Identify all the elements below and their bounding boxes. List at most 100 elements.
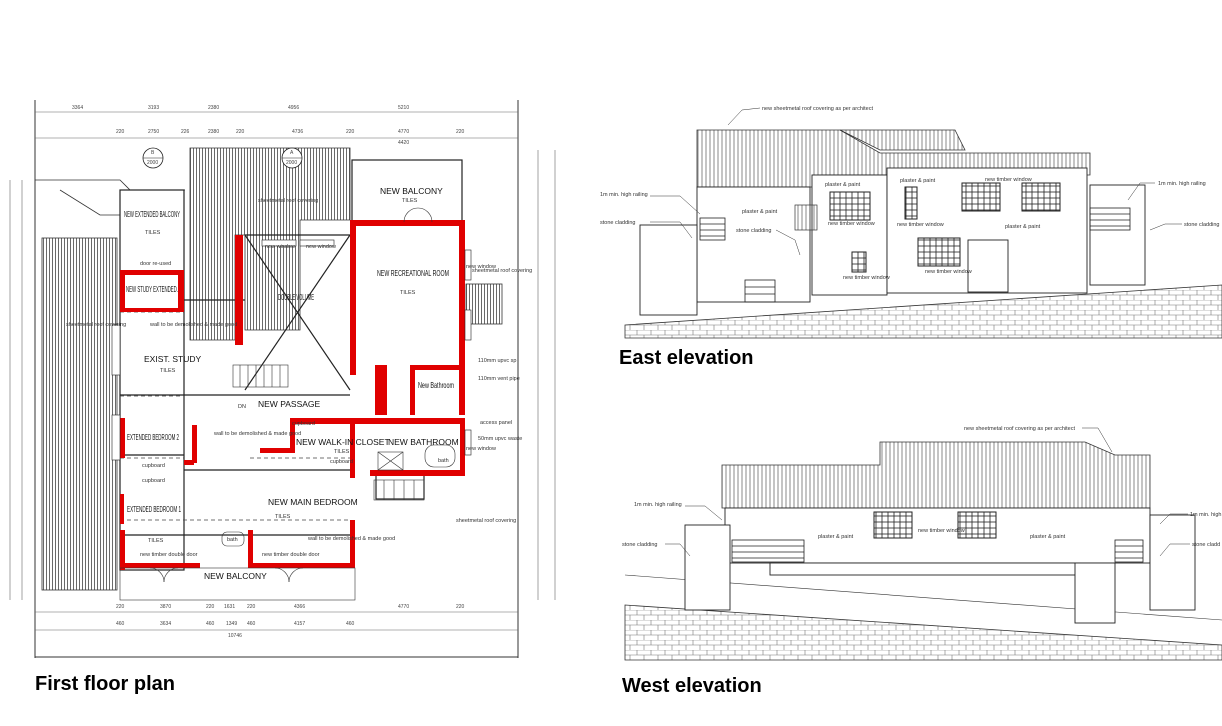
svg-text:460: 460 — [116, 621, 125, 627]
svg-text:plaster & paint: plaster & paint — [742, 209, 778, 215]
room-exist-study: EXIST. STUDY — [144, 354, 201, 364]
svg-text:plaster & paint: plaster & paint — [900, 178, 936, 184]
svg-text:new window: new window — [466, 446, 496, 452]
svg-text:5210: 5210 — [398, 105, 409, 111]
svg-text:DN: DN — [238, 404, 246, 410]
room-new-bathroom-small: New Bathroom — [418, 380, 454, 390]
svg-text:new timber window: new timber window — [897, 222, 944, 228]
room-new-study: NEW STUDY EXTENDED. — [126, 284, 178, 294]
room-ext-bed1: EXTENDED BEDROOM 1 — [127, 504, 181, 514]
svg-text:220: 220 — [236, 129, 245, 135]
svg-text:3634: 3634 — [160, 621, 171, 627]
svg-text:1m min. high railing: 1m min. high railing — [600, 192, 648, 198]
svg-text:new timber window: new timber window — [828, 221, 875, 227]
west-windows — [873, 511, 997, 539]
svg-text:stone cladding: stone cladding — [1184, 222, 1219, 228]
svg-text:4736: 4736 — [292, 129, 303, 135]
svg-text:sheetmetal roof covering: sheetmetal roof covering — [66, 322, 126, 328]
svg-text:TILES: TILES — [145, 230, 161, 236]
svg-text:cupboard: cupboard — [142, 463, 165, 469]
east-windows — [829, 182, 1061, 293]
svg-text:new sheetmetal roof covering a: new sheetmetal roof covering as per arch… — [964, 426, 1075, 432]
svg-text:TILES: TILES — [160, 368, 176, 374]
room-ext-balcony: NEW EXTENDED BALCONY — [124, 209, 180, 219]
svg-text:cupboard: cupboard — [330, 459, 353, 465]
svg-text:new window: new window — [466, 264, 496, 270]
room-ext-bed2: EXTENDED BEDROOM 2 — [127, 432, 179, 442]
floor-plan: B 2000 A 2000 3364 3193 2380 4956 5210 2… — [9, 100, 556, 658]
section-b-number: 2000 — [147, 160, 158, 166]
section-mark-a: A 2000 — [281, 147, 303, 169]
caption-west-elevation: West elevation — [622, 675, 762, 697]
svg-text:110mm upvc sp: 110mm upvc sp — [478, 358, 516, 364]
svg-text:door re-used: door re-used — [140, 261, 171, 267]
section-mark-b: B 2000 — [142, 147, 164, 169]
svg-text:220: 220 — [346, 129, 355, 135]
svg-text:bath: bath — [227, 537, 238, 543]
svg-text:2750: 2750 — [148, 129, 159, 135]
svg-text:stone cladding: stone cladding — [736, 228, 771, 234]
west-elevation: new sheetmetal roof covering as per arch… — [622, 426, 1222, 661]
svg-text:10746: 10746 — [228, 633, 242, 639]
svg-text:3193: 3193 — [148, 105, 159, 111]
svg-text:stone cladding: stone cladding — [600, 220, 635, 226]
svg-text:stone cladding: stone cladding — [622, 542, 657, 548]
svg-text:1631: 1631 — [224, 604, 235, 610]
plan-dims-top: 3364 3193 2380 4956 5210 220 2750 226 23… — [72, 105, 465, 146]
plan-dims-bottom: 220 3870 220 1631 220 4366 4770 220 460 … — [116, 604, 465, 639]
svg-text:new timber double door: new timber double door — [140, 552, 198, 558]
svg-text:bath: bath — [438, 458, 449, 464]
svg-text:TILES: TILES — [402, 198, 418, 204]
svg-text:460: 460 — [206, 621, 215, 627]
svg-text:plaster & paint: plaster & paint — [1030, 534, 1066, 540]
svg-text:new window: new window — [265, 244, 295, 250]
east-elevation: new sheetmetal roof covering as per arch… — [600, 106, 1222, 339]
svg-text:new timber window: new timber window — [985, 177, 1032, 183]
section-b-letter: B — [151, 150, 155, 156]
svg-text:220: 220 — [116, 129, 125, 135]
svg-text:4366: 4366 — [294, 604, 305, 610]
svg-text:stone cladd: stone cladd — [1192, 542, 1220, 548]
svg-text:220: 220 — [456, 129, 465, 135]
svg-text:new timber window: new timber window — [843, 275, 890, 281]
svg-text:sheetmetal roof covering: sheetmetal roof covering — [472, 268, 532, 274]
svg-text:plaster & paint: plaster & paint — [825, 182, 861, 188]
svg-text:wall to be demolished & made g: wall to be demolished & made good — [149, 322, 237, 328]
svg-text:TILES: TILES — [275, 514, 291, 520]
svg-text:1349: 1349 — [226, 621, 237, 627]
svg-text:new sheetmetal roof covering a: new sheetmetal roof covering as per arch… — [762, 106, 873, 112]
room-new-balcony-bottom: NEW BALCONY — [204, 571, 267, 581]
room-recreational: NEW RECREATIONAL ROOM — [377, 268, 449, 278]
plan-notes: sheetmetal roof covering sheetmetal roof… — [66, 198, 532, 558]
svg-text:TILES: TILES — [400, 290, 416, 296]
svg-text:new timber window: new timber window — [918, 528, 965, 534]
svg-text:new timber double door: new timber double door — [262, 552, 320, 558]
svg-text:4956: 4956 — [288, 105, 299, 111]
west-notes: new sheetmetal roof covering as per arch… — [622, 426, 1222, 548]
new-walls — [120, 220, 465, 570]
plan-room-labels: NEW BALCONY TILES NEW EXTENDED BALCONY T… — [124, 186, 459, 581]
svg-text:new window: new window — [306, 244, 336, 250]
svg-text:2380: 2380 — [208, 129, 219, 135]
svg-text:50mm upvc waste: 50mm upvc waste — [478, 436, 522, 442]
svg-text:1m min. high railing: 1m min. high railing — [1158, 181, 1206, 187]
section-a-letter: A — [290, 150, 294, 156]
svg-text:220: 220 — [206, 604, 215, 610]
room-double-volume: DOUBLE VOLUME — [278, 292, 314, 302]
svg-text:TILES: TILES — [334, 449, 350, 455]
svg-text:sheetmetal roof covering: sheetmetal roof covering — [456, 518, 516, 524]
svg-text:226: 226 — [181, 129, 190, 135]
svg-text:access panel: access panel — [480, 420, 512, 426]
svg-text:wall to be demolished & made g: wall to be demolished & made good — [307, 536, 395, 542]
svg-text:wall to be demolished & made g: wall to be demolished & made good — [213, 431, 301, 437]
room-new-bathroom: NEW BATHROOM — [388, 437, 459, 447]
room-new-balcony-top: NEW BALCONY — [380, 186, 443, 196]
section-a-number: 2000 — [286, 160, 297, 166]
room-main-bedroom: NEW MAIN BEDROOM — [268, 497, 358, 507]
svg-text:4770: 4770 — [398, 604, 409, 610]
east-notes: new sheetmetal roof covering as per arch… — [600, 106, 1219, 281]
svg-text:cupboard: cupboard — [142, 478, 165, 484]
svg-text:4770: 4770 — [398, 129, 409, 135]
svg-text:220: 220 — [247, 604, 256, 610]
